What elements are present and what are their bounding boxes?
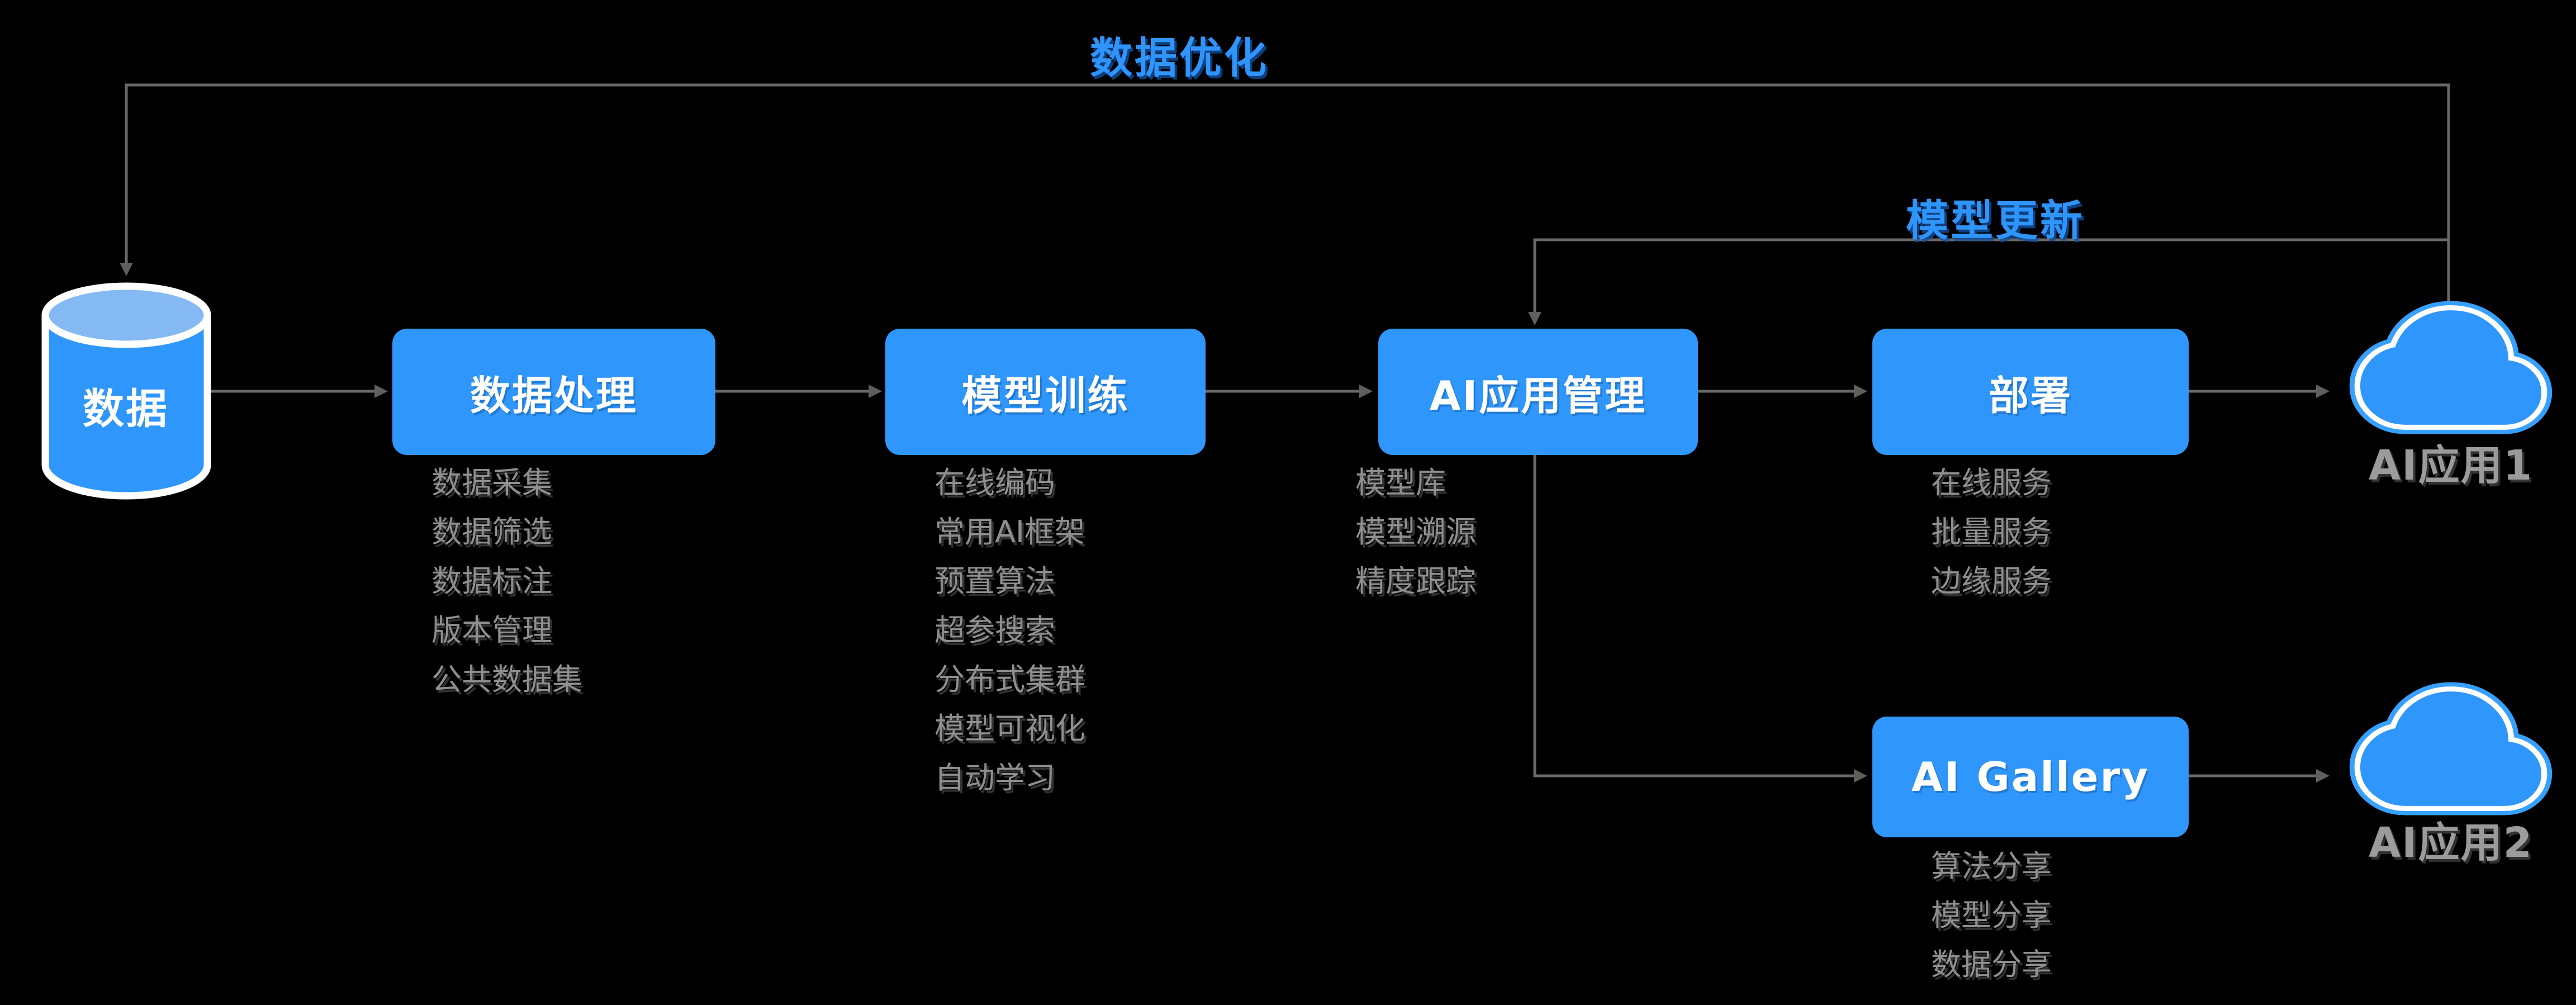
database-cylinder-icon: [41, 282, 211, 500]
connector-data-optimization-loop: [120, 83, 2450, 347]
deployment-feature-list: 在线服务批量服务边缘服务: [1931, 458, 2052, 606]
connector-ai-app-mgmt-to-ai-gallery: [1533, 454, 1867, 783]
node-data-processing: 数据处理: [392, 329, 715, 455]
feature-item: 批量服务: [1931, 514, 2052, 549]
feature-item: 数据筛选: [431, 514, 552, 549]
data-processing-feature-list: 数据采集数据筛选数据标注版本管理公共数据集: [431, 458, 582, 704]
model-training-feature-list: 在线编码常用AI框架预置算法超参搜索分布式集群模型可视化自动学习: [934, 458, 1085, 803]
node-label: AI应用管理: [1429, 372, 1647, 419]
feature-item: 在线编码: [934, 465, 1055, 500]
node-label: 部署: [1988, 372, 2072, 419]
cloud-icon-ai-app-2: [2349, 682, 2553, 816]
ai-app-1-label: AI应用1: [2368, 442, 2534, 490]
node-ai-gallery: AI Gallery: [1872, 717, 2189, 837]
connector-model-update-loop: [1528, 238, 2449, 325]
ai-app-2-label: AI应用2: [2368, 819, 2534, 867]
node-label: AI Gallery: [1911, 753, 2150, 800]
model-update-label: 模型更新: [1906, 196, 2085, 245]
feature-item: 在线服务: [1931, 465, 2052, 500]
cylinder-body: [41, 315, 211, 500]
feature-item: 模型库: [1355, 465, 1446, 500]
feature-item: 超参搜索: [934, 613, 1055, 648]
cylinder-top: [41, 282, 211, 348]
ai-gallery-feature-list: 算法分享模型分享数据分享: [1931, 842, 2052, 989]
node-ai-app-management: AI应用管理: [1378, 329, 1698, 455]
feature-item: 分布式集群: [934, 662, 1085, 697]
ai-app-management-feature-list: 模型库模型溯源精度跟踪: [1355, 458, 1476, 606]
feature-item: 自动学习: [934, 760, 1055, 795]
feature-item: 模型分享: [1931, 898, 2052, 933]
feature-item: 预置算法: [934, 563, 1055, 599]
database-node-label: 数据: [83, 385, 169, 433]
data-optimization-label: 数据优化: [1090, 33, 1269, 83]
feature-item: 边缘服务: [1931, 563, 2052, 599]
feature-item: 模型可视化: [934, 711, 1085, 746]
feature-item: 常用AI框架: [934, 514, 1085, 549]
node-model-training: 模型训练: [885, 329, 1206, 455]
node-label: 数据处理: [469, 372, 638, 419]
feature-item: 数据分享: [1931, 947, 2052, 982]
feature-item: 模型溯源: [1355, 514, 1476, 549]
feature-item: 算法分享: [1931, 848, 2052, 884]
feature-item: 精度跟踪: [1355, 563, 1476, 599]
node-label: 模型训练: [961, 372, 1130, 419]
feature-item: 公共数据集: [431, 662, 582, 697]
cloud-icon-ai-app-1: [2349, 301, 2553, 434]
feature-item: 数据标注: [431, 563, 552, 599]
feature-item: 版本管理: [431, 613, 552, 648]
feature-item: 数据采集: [431, 465, 552, 500]
node-deployment: 部署: [1872, 329, 2189, 455]
